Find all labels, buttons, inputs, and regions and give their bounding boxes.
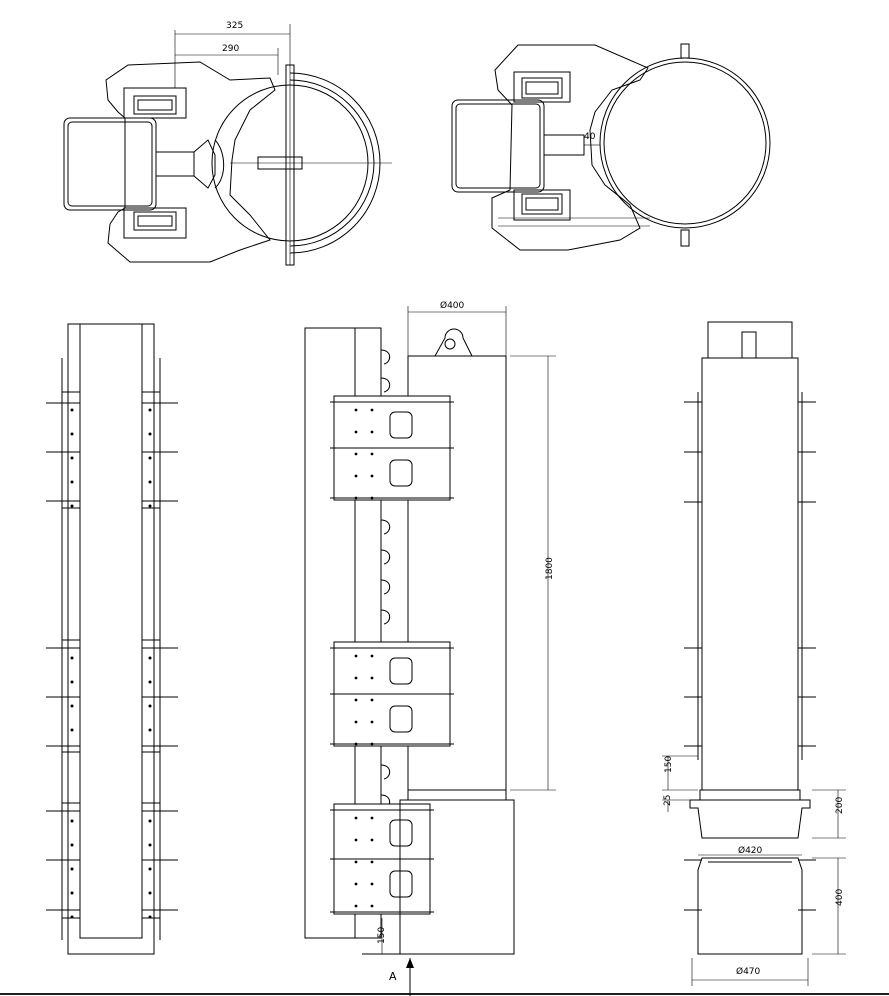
dim-25: 25 — [663, 795, 673, 806]
dim-150-right: 150 — [664, 756, 674, 773]
end-elevation: 200 400 150 25 Ø420 Ø470 — [662, 321, 846, 986]
front-elevation — [46, 323, 178, 955]
dim-diameter-400: Ø400 — [440, 300, 465, 311]
dim-290: 290 — [222, 44, 239, 54]
side-elevation: Ø400 1800 150 A — [304, 300, 556, 996]
plan-view-left: 325 290 — [63, 21, 392, 266]
dim-diameter-470: Ø470 — [736, 966, 761, 977]
plan-view-right: 40 — [451, 43, 771, 251]
section-label-a: A — [389, 970, 397, 983]
dim-1800: 1800 — [545, 557, 555, 580]
dim-200: 200 — [835, 797, 845, 814]
dim-diameter-420: Ø420 — [738, 845, 763, 856]
dim-150-left: 150 — [377, 927, 387, 944]
dim-400: 400 — [835, 889, 845, 906]
dim-40: 40 — [584, 132, 596, 142]
dim-325: 325 — [226, 21, 243, 31]
